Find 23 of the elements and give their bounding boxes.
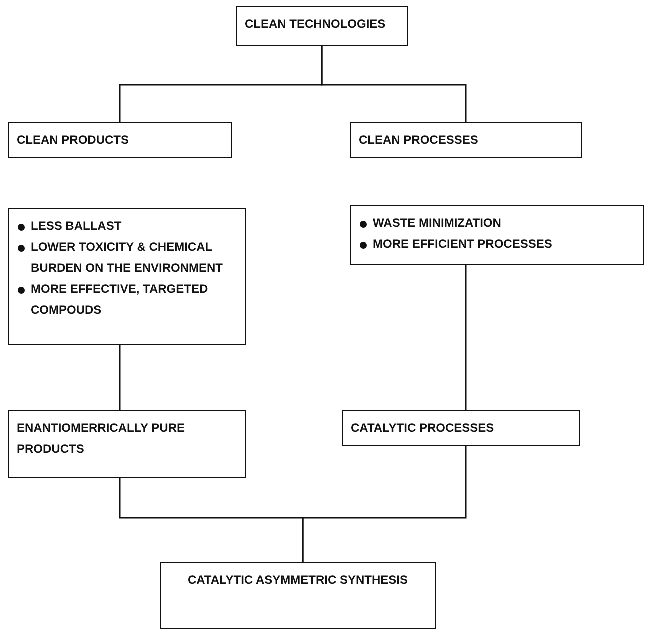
box-label: CLEAN PRODUCTS [17,132,130,149]
box-label: CLEAN PROCESSES [359,132,480,149]
bullet-item: LOWER TOXICITY & CHEMICAL BURDEN ON THE ENVIRONMENT [17,237,237,279]
bullet-item: MORE EFFECTIVE, TARGETED COMPOUDS [17,279,237,321]
connector-line [302,446,467,562]
concept-box [342,410,580,446]
concept-box [236,6,408,46]
bullet-list-box [8,208,246,345]
concept-box [350,122,582,158]
bullet-list-box [350,205,644,265]
box-label: CATALYTIC PROCESSES [351,420,496,437]
connector-line [321,46,467,122]
bullet-item: WASTE MINIMIZATION [359,213,635,234]
bullet-item: LESS BALLAST [17,216,237,237]
concept-box [8,122,232,158]
concept-box [8,410,246,478]
connector-line [465,265,467,410]
connector-line [119,345,121,410]
bullet-item: MORE EFFICIENT PROCESSES [359,234,635,255]
concept-box [160,562,436,629]
box-label: CLEAN TECHNOLOGIES [245,16,387,33]
box-label: ENANTIOMERRICALLY PURE PRODUCTS [17,420,186,458]
box-label: CATALYTIC ASYMMETRIC SYNTHESIS [186,572,409,589]
